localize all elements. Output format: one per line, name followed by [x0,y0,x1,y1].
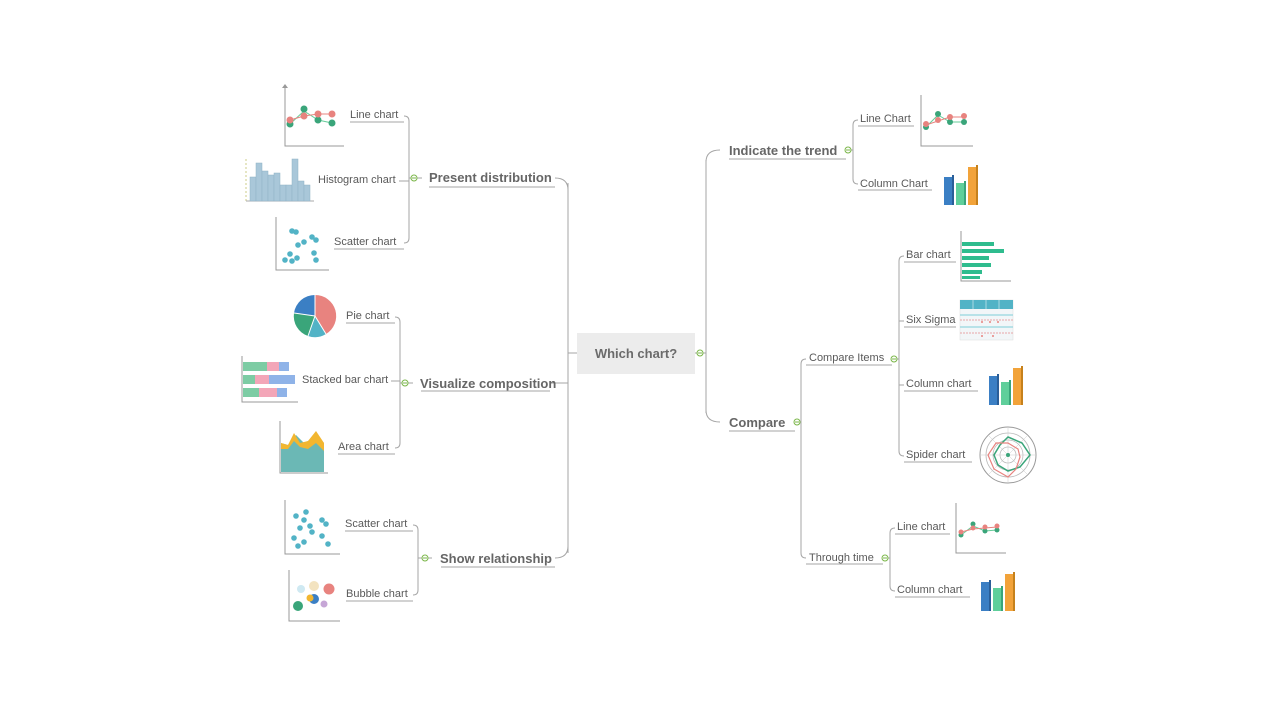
leaf-bubble-chart[interactable]: Bubble chart [346,588,408,600]
topic-compare[interactable]: Compare [729,415,786,430]
connector-visualize-composition-leaves [394,316,401,449]
stacked-bar-chart-icon [241,356,298,403]
line-chart-trend-icon [920,95,973,147]
topic-show-relationship[interactable]: Show relationship [440,551,552,566]
leaf-line-chart[interactable]: Line chart [350,109,399,121]
leaf-column-chart-compare[interactable]: Column chart [906,378,972,390]
leaf-area-chart[interactable]: Area chart [338,441,389,453]
area-chart-icon [279,421,328,474]
bar-chart-icon [960,231,1011,282]
connector-show-relationship-leaves [412,524,419,596]
subtopic-through-time[interactable]: Through time [809,552,874,564]
scatter-relationship-icon [284,500,340,555]
leaf-scatter-chart[interactable]: Scatter chart [334,236,397,248]
leaf-line-chart-time[interactable]: Line chart [897,521,946,533]
connector-through-time-leaves [889,527,896,592]
connector-indicate-trend-leaves [852,119,859,185]
leaf-column-chart-trend[interactable]: Column Chart [860,178,928,190]
histogram-chart-icon [245,158,314,202]
marker-compare-items[interactable] [890,355,898,363]
connector-to-present-distribution [554,177,569,191]
scatter-chart-icon [275,217,329,271]
connector-to-compare [705,409,721,423]
marker-visualize-composition[interactable] [401,379,409,387]
marker-root[interactable] [696,349,704,357]
leaf-stacked-bar-chart[interactable]: Stacked bar chart [302,374,389,386]
marker-compare[interactable] [793,418,801,426]
subtopic-compare-items[interactable]: Compare Items [809,352,885,364]
spider-chart-icon [979,426,1037,484]
leaf-spider-chart[interactable]: Spider chart [906,449,966,461]
topic-indicate-the-trend[interactable]: Indicate the trend [729,143,838,158]
pie-chart-icon [293,294,337,338]
connector-to-indicate-trend [705,149,721,163]
marker-through-time[interactable] [881,554,889,562]
leaf-six-sigma[interactable]: Six Sigma [906,314,956,326]
six-sigma-chart-icon [959,299,1014,341]
topic-underlines [334,121,978,602]
column-chart-trend-icon [944,165,978,205]
connector-to-show-relationship [554,545,569,559]
column-chart-compare-icon [989,366,1023,405]
leaf-pie-chart[interactable]: Pie chart [346,310,390,322]
leaf-column-chart-time[interactable]: Column chart [897,584,963,596]
connector-present-distribution-leaves [403,115,410,244]
line-chart-time-icon [955,503,1006,554]
node-markers [401,146,898,562]
topic-present-distribution[interactable]: Present distribution [429,170,552,185]
column-chart-time-icon [981,572,1015,611]
leaf-line-chart-trend[interactable]: Line Chart [860,113,911,125]
connector-compare-items-leaves [898,255,905,457]
leaf-scatter-chart-relationship[interactable]: Scatter chart [345,518,408,530]
root-topic[interactable]: Which chart? [577,333,695,374]
leaf-bar-chart[interactable]: Bar chart [906,249,951,261]
marker-show-relationship[interactable] [421,554,429,562]
bubble-chart-icon [288,570,340,622]
marker-present-distribution[interactable] [410,174,418,182]
connector-compare-branches [800,358,807,559]
topic-visualize-composition[interactable]: Visualize composition [420,376,557,391]
line-chart-icon [282,84,344,147]
marker-indicate-trend[interactable] [844,146,852,154]
leaf-histogram-chart[interactable]: Histogram chart [318,174,396,186]
